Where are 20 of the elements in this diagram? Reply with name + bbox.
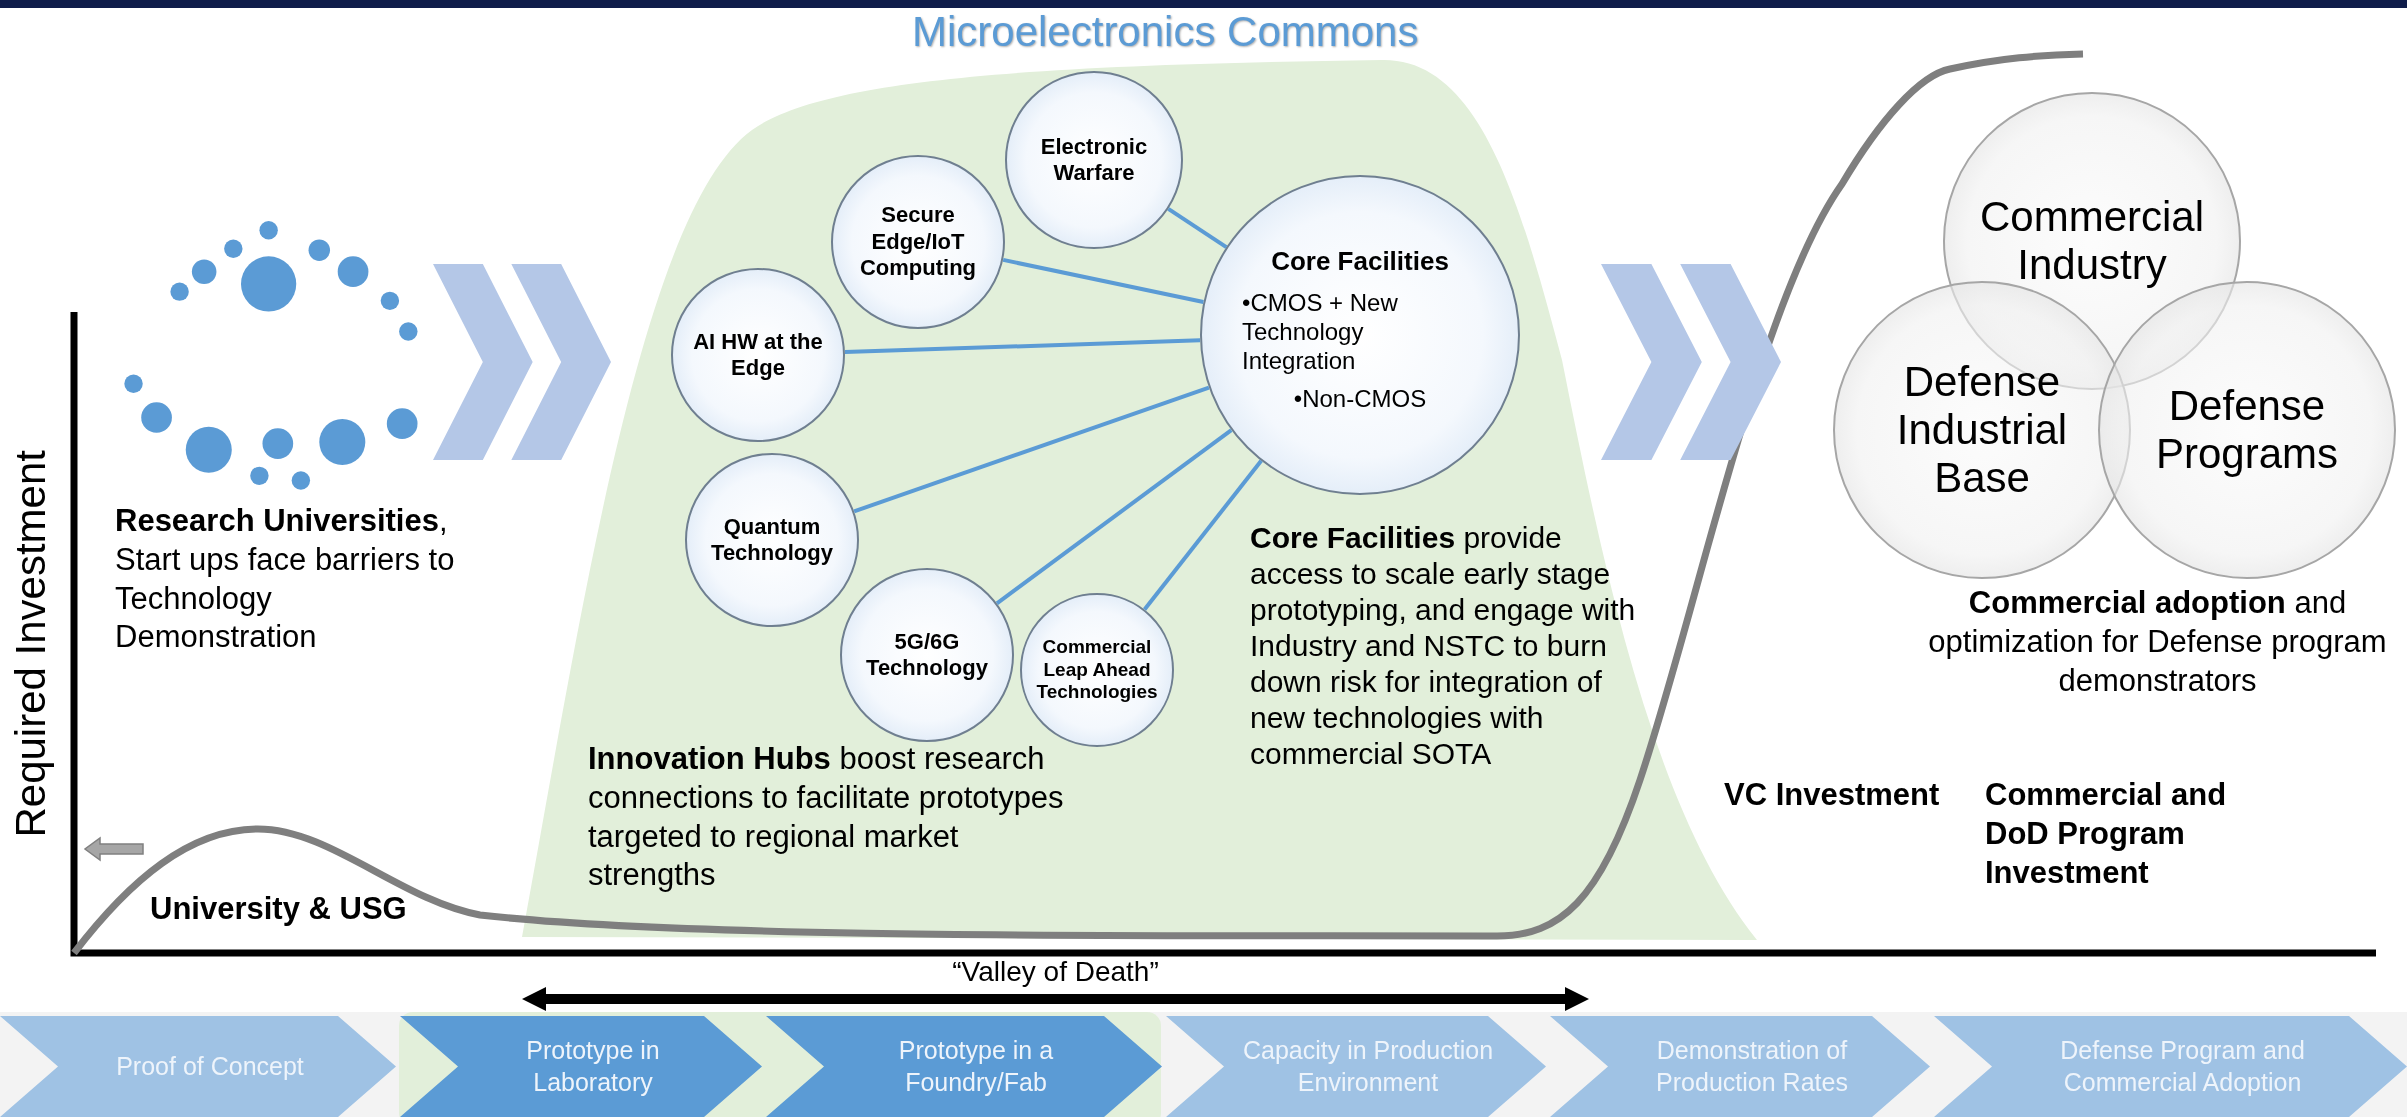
funding-label: University & USG <box>150 890 407 928</box>
description-text: Core Facilities provide access to scale early stage prototyping, and engage with Industry and NSTC to burn down risk for integration of new technologies with commercial SOTA <box>1250 520 1637 772</box>
connector-line <box>1002 257 1204 304</box>
bullet-item: •Non-CMOS <box>1293 385 1427 415</box>
axis-title: Required Investment <box>6 450 55 838</box>
region-title: Microelectronics Commons <box>912 8 1419 56</box>
funding-label: Commercial and DoD Program Investment <box>1985 776 2228 892</box>
connector-line <box>995 428 1233 605</box>
chevron-arrow <box>433 264 611 460</box>
description-text: Research Universities, Start ups face barriers to Technology Demonstration <box>115 502 456 657</box>
connector-line <box>1142 459 1263 611</box>
connector-line <box>853 385 1210 514</box>
description-text: Commercial adoption and optimization for Defense program demonstrators <box>1927 584 2388 700</box>
funding-label: VC Investment <box>1724 776 1940 814</box>
circle-heading: Core Facilities <box>1271 245 1449 277</box>
connector-line <box>1167 207 1228 249</box>
chevron-arrow <box>1601 264 1781 460</box>
connector-line <box>844 338 1201 355</box>
bullet-item: •CMOS + New Technology Integration <box>1242 289 1399 376</box>
dimension-label: “Valley of Death” <box>951 955 1160 989</box>
